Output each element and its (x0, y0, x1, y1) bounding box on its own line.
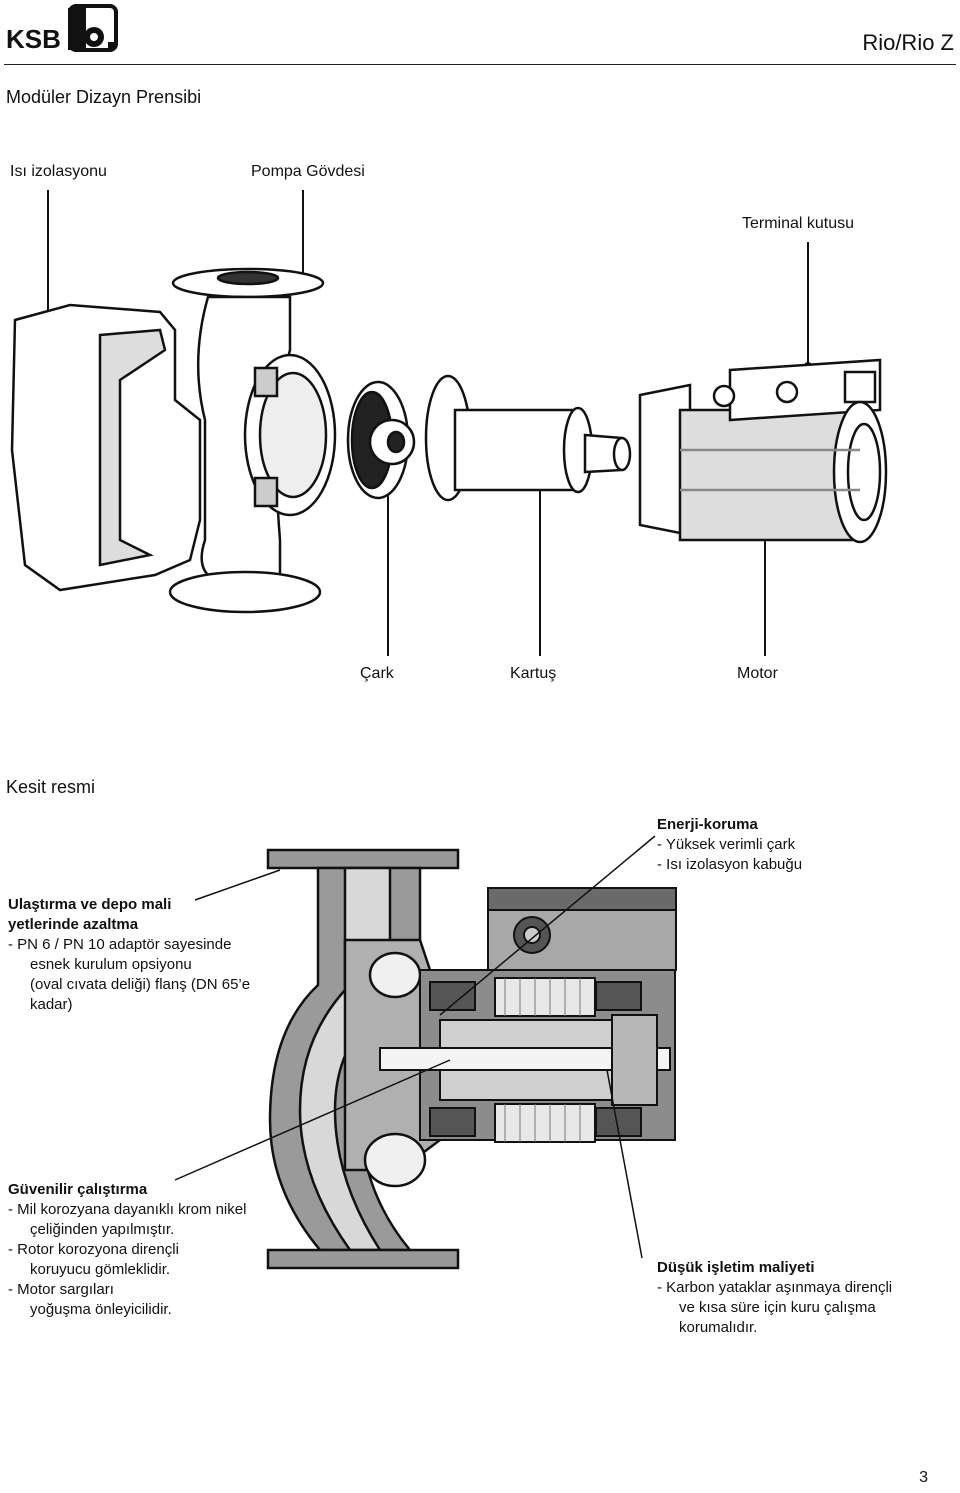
impeller (346, 380, 416, 500)
transport-block: Ulaştırma ve depo mali yetlerinde azaltm… (8, 895, 298, 1015)
low-cost-line-1: - Karbon yataklar aşınmaya dirençli (657, 1279, 893, 1296)
transport-line-1: - PN 6 / PN 10 adaptör sayesinde (8, 936, 232, 953)
transport-line-3: (oval cıvata deliği) flanş (DN 65’e (30, 976, 251, 993)
transport-line-2: esnek kurulum opsiyonu (30, 956, 192, 973)
low-cost-line-3: korumalıdır. (679, 1319, 758, 1336)
ksb-logo: KSB (6, 2, 121, 54)
transport-title-1: Ulaştırma ve depo mali (8, 896, 172, 913)
label-cartridge: Kartuş (510, 665, 557, 682)
label-motor: Motor (737, 665, 778, 682)
modular-title: Modüler Dizayn Prensibi (6, 87, 202, 107)
header-divider (4, 64, 956, 65)
section-title: Kesit resmi (6, 777, 96, 797)
energy-block: Enerji-koruma - Yüksek verimli çark - Is… (657, 815, 947, 875)
document-title: Rio/Rio Z (862, 30, 954, 55)
logo-mark-icon (68, 4, 118, 52)
pump-body (168, 267, 337, 614)
reliable-line-2: çeliğinden yapılmıştır. (30, 1221, 175, 1238)
label-impeller: Çark (360, 665, 394, 682)
label-pump-body: Pompa Gövdesi (251, 163, 365, 180)
energy-title: Enerji-koruma (657, 816, 758, 833)
transport-title-2: yetlerinde azaltma (8, 916, 139, 933)
low-cost-block: Düşük işletim maliyeti - Karbon yataklar… (657, 1258, 947, 1338)
reliable-line-5: - Motor sargıları (8, 1281, 114, 1298)
reliable-line-3: - Rotor korozyona dirençli (8, 1241, 179, 1258)
page-number: 3 (919, 1469, 928, 1486)
insulation-shell (10, 303, 202, 592)
label-terminal-box: Terminal kutusu (742, 215, 855, 232)
label-insulation: Isı izolasyonu (10, 163, 107, 180)
motor (638, 358, 888, 544)
logo-text: KSB (6, 24, 61, 54)
reliable-line-1: - Mil korozyana dayanıklı krom nikel (8, 1201, 247, 1218)
reliable-line-4: koruyucu gömleklidir. (30, 1261, 171, 1278)
low-cost-title: Düşük işletim maliyeti (657, 1259, 815, 1276)
reliable-block: Güvenilir çalıştırma - Mil korozyana day… (8, 1180, 308, 1320)
reliable-title: Güvenilir çalıştırma (8, 1181, 148, 1198)
reliable-line-6: yoğuşma önleyicilidir. (30, 1301, 172, 1318)
energy-item-2: - Isı izolasyon kabuğu (657, 856, 803, 873)
energy-item-1: - Yüksek verimli çark (657, 836, 796, 853)
cartridge (424, 374, 632, 502)
transport-line-4: kadar) (30, 996, 73, 1013)
exploded-pump-drawing (10, 190, 888, 656)
low-cost-line-2: ve kısa süre için kuru çalışma (679, 1299, 876, 1316)
